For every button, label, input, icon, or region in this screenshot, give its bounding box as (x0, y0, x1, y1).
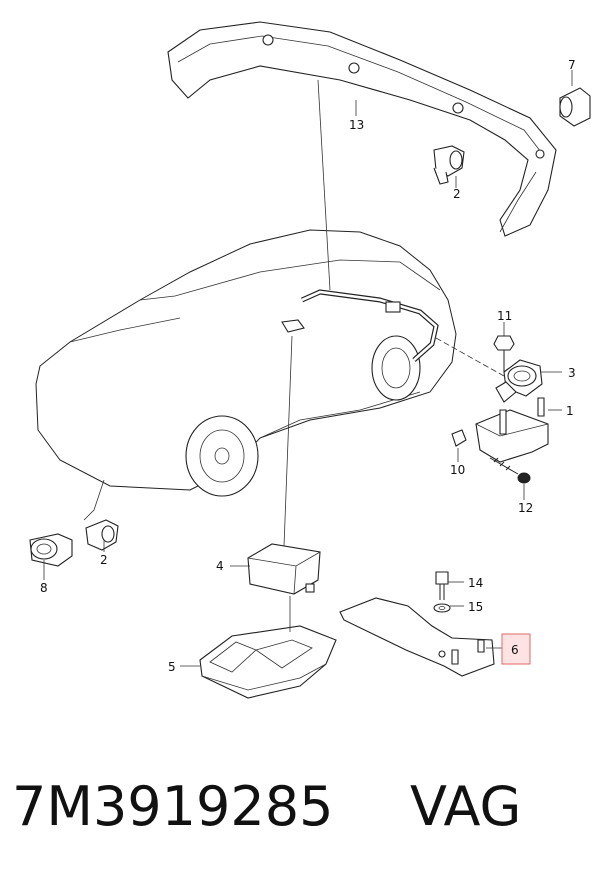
screw-12 (489, 457, 531, 484)
plate-bracket-6 (339, 597, 495, 677)
callout-7: 7 (568, 58, 576, 72)
parking-sensor-7 (559, 87, 591, 127)
callout-labels: 13 7 2 11 3 1 10 12 8 2 4 5 14 15 6 (40, 58, 576, 674)
callout-11: 11 (497, 309, 512, 323)
washer-15 (433, 603, 451, 613)
callout-6-highlight (501, 633, 531, 665)
callout-2-top: 2 (453, 187, 461, 201)
brand-name: VAG (410, 775, 522, 838)
callout-13: 13 (349, 118, 364, 132)
leader-lines (43, 70, 573, 667)
mounting-bracket-5 (199, 625, 337, 699)
car-body-outline (35, 229, 457, 497)
wiring-harness (281, 289, 439, 362)
bolt-14 (435, 571, 449, 600)
part-caption: 7M3919285 VAG (0, 762, 600, 852)
bracket-1 (475, 397, 549, 463)
parking-sensor-2-top (433, 145, 465, 185)
part-number: 7M3919285 (12, 775, 334, 838)
parts-diagram: 13 7 2 11 3 1 10 12 8 2 4 5 14 15 6 (29, 21, 591, 699)
parking-sensor-8 (29, 533, 73, 567)
callout-14: 14 (468, 576, 483, 590)
callout-2-front: 2 (100, 553, 108, 567)
callout-12: 12 (518, 501, 533, 515)
callout-5: 5 (168, 660, 176, 674)
callout-6: 6 (511, 643, 519, 657)
nut-11 (493, 335, 515, 372)
callout-8: 8 (40, 581, 48, 595)
warning-buzzer-3 (495, 359, 543, 403)
control-unit-4 (247, 543, 321, 595)
rear-bumper-cover (167, 21, 557, 237)
callout-15: 15 (468, 600, 483, 614)
callout-1: 1 (566, 404, 574, 418)
clip-10 (451, 429, 467, 447)
callout-4: 4 (216, 559, 224, 573)
parking-sensor-2-front (85, 519, 119, 551)
callout-10: 10 (450, 463, 465, 477)
callout-3: 3 (568, 366, 576, 380)
